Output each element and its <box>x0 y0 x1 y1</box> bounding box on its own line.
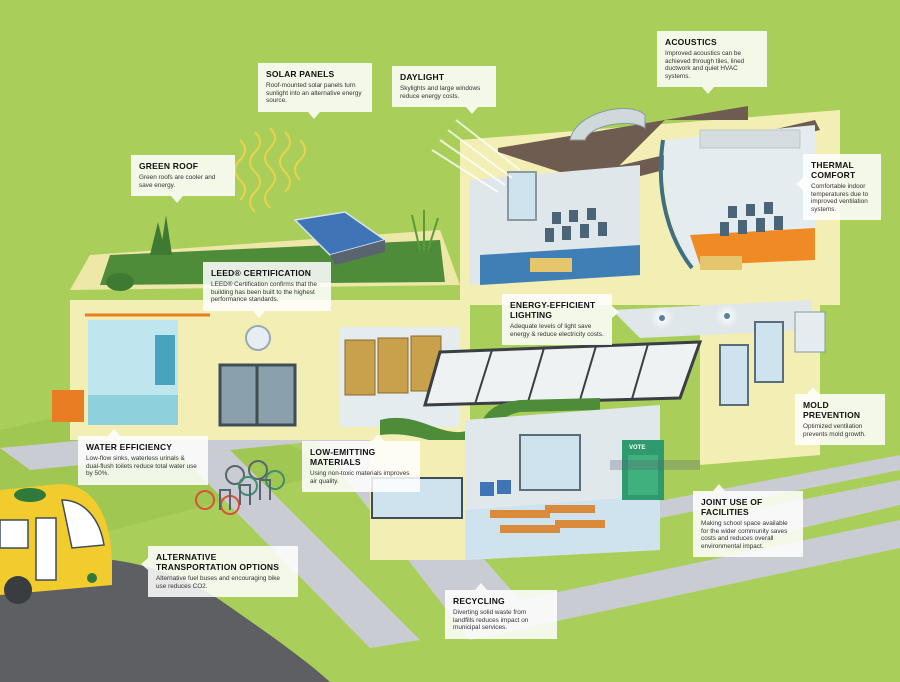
callout-pointer <box>466 107 478 115</box>
callout-title: ALTERNATIVE TRANSPORTATION OPTIONS <box>156 552 280 572</box>
callout-text: Alternative fuel buses and encouraging b… <box>156 575 280 590</box>
cafeteria-tables <box>490 505 605 533</box>
leed-plaque <box>245 325 271 351</box>
bus-windshield <box>61 499 105 549</box>
curved-glass-wall <box>658 139 694 270</box>
window-right <box>719 344 749 406</box>
callout-title: RECYCLING <box>453 596 505 606</box>
callout-text: Optimized ventilation prevents mold grow… <box>803 423 866 438</box>
vent-grille <box>794 311 826 353</box>
callout-text: Skylights and large windows reduce energ… <box>400 85 481 100</box>
callout-text: Low-flow sinks, waterless urinals & dual… <box>86 455 197 478</box>
bus-wheel <box>4 576 32 604</box>
callout-text: Making school space available for the wi… <box>701 520 788 550</box>
callout-pointer <box>171 196 183 204</box>
recycling-bins <box>480 480 511 496</box>
callout-recycling: RECYCLING Diverting solid waste from lan… <box>445 583 557 639</box>
callout-title: GREEN ROOF <box>139 161 199 171</box>
callout-text: Comfortable indoor temperatures due to i… <box>811 183 869 213</box>
callout-title: LEED® CERTIFICATION <box>211 268 312 278</box>
callout-title: JOINT USE OF FACILITIES <box>701 497 763 517</box>
ceiling-lamp <box>659 315 665 321</box>
wood-cabinets <box>344 335 442 396</box>
grass-plant <box>411 210 439 251</box>
vote-sign: VOTE <box>629 445 646 451</box>
classroom-desk <box>530 258 572 272</box>
callout-pointer <box>612 306 619 318</box>
callout-text: Green roofs are cooler and save energy. <box>139 174 216 189</box>
callout-mold-prevention: MOLD PREVENTION Optimized ventilation pr… <box>795 387 885 446</box>
callout-acoustics: ACOUSTICS Improved acoustics can be achi… <box>657 31 767 95</box>
callout-title: ENERGY-EFFICIENT LIGHTING <box>510 300 596 320</box>
sun-beams <box>431 119 521 193</box>
callout-pointer <box>713 484 725 491</box>
restroom-floor <box>88 395 178 425</box>
window-right <box>754 321 784 383</box>
ceiling-tiles <box>699 129 801 149</box>
glass-canopy <box>423 340 703 407</box>
callout-thermal-comfort: THERMAL COMFORT Comfortable indoor tempe… <box>796 154 881 221</box>
thermal-chairs <box>720 202 783 236</box>
classroom-window <box>507 171 537 221</box>
callout-text: Adequate levels of light save energy & r… <box>510 323 604 338</box>
ceiling-lamp <box>724 313 730 319</box>
classroom-chairs <box>545 208 607 242</box>
callout-daylight: DAYLIGHT Skylights and large windows red… <box>392 66 496 115</box>
bus-window <box>0 519 29 549</box>
callout-text: Roof-mounted solar panels turn sunlight … <box>266 82 362 105</box>
callout-pointer <box>702 87 714 95</box>
road <box>0 557 330 682</box>
callout-joint-use-of-facilities: JOINT USE OF FACILITIES Making school sp… <box>693 484 803 558</box>
callout-pointer <box>308 111 320 119</box>
callout-water-efficiency: WATER EFFICIENCY Low-flow sinks, waterle… <box>78 429 208 485</box>
thermal-desk <box>700 256 742 270</box>
callout-green-roof: GREEN ROOF Green roofs are cooler and sa… <box>131 155 235 204</box>
callout-pointer <box>108 429 120 436</box>
water-heater <box>52 390 84 422</box>
bike-rack <box>195 460 285 515</box>
callout-text: Using non-toxic materials improves air q… <box>310 470 410 485</box>
callout-title: ACOUSTICS <box>665 37 717 47</box>
thermal-floor <box>690 228 815 265</box>
callout-title: DAYLIGHT <box>400 72 445 82</box>
bus-logo <box>14 488 46 502</box>
callout-text: Improved acoustics can be achieved throu… <box>665 50 745 80</box>
restroom-stall <box>155 335 175 385</box>
bus-emblem <box>87 573 97 583</box>
callout-low-emitting-materials: LOW-EMITTING MATERIALS Using non-toxic m… <box>302 434 420 493</box>
callout-pointer <box>807 387 819 394</box>
shrubs <box>106 215 172 291</box>
bus-door <box>35 517 57 581</box>
brown-roof <box>498 106 748 185</box>
callout-energy-efficient-lighting: ENERGY-EFFICIENT LIGHTING Adequate level… <box>502 294 619 346</box>
skylight-dome <box>569 108 646 141</box>
callout-text: LEED® Certification confirms that the bu… <box>211 281 317 304</box>
callout-title: THERMAL COMFORT <box>811 160 856 180</box>
cafeteria-door <box>519 434 581 491</box>
callout-pointer <box>141 558 148 570</box>
callout-title: WATER EFFICIENCY <box>86 442 173 452</box>
callout-text: Diverting solid waste from landfills red… <box>453 609 529 632</box>
callout-pointer <box>475 583 487 590</box>
solar-panel-stand <box>330 240 385 265</box>
callout-title: MOLD PREVENTION <box>803 400 861 420</box>
solar-heat-waves <box>234 127 306 213</box>
callout-solar-panels: SOLAR PANELS Roof-mounted solar panels t… <box>258 63 372 119</box>
dark-wall-band <box>610 460 700 470</box>
callout-title: LOW-EMITTING MATERIALS <box>310 447 376 467</box>
callout-title: SOLAR PANELS <box>266 69 335 79</box>
callout-leed-certification: LEED® CERTIFICATION LEED® Certification … <box>203 262 331 318</box>
callout-alternative-transportation: ALTERNATIVE TRANSPORTATION OPTIONS Alter… <box>141 546 298 598</box>
callout-pointer <box>372 434 384 441</box>
callout-pointer <box>796 178 803 190</box>
callout-pointer <box>253 310 265 318</box>
